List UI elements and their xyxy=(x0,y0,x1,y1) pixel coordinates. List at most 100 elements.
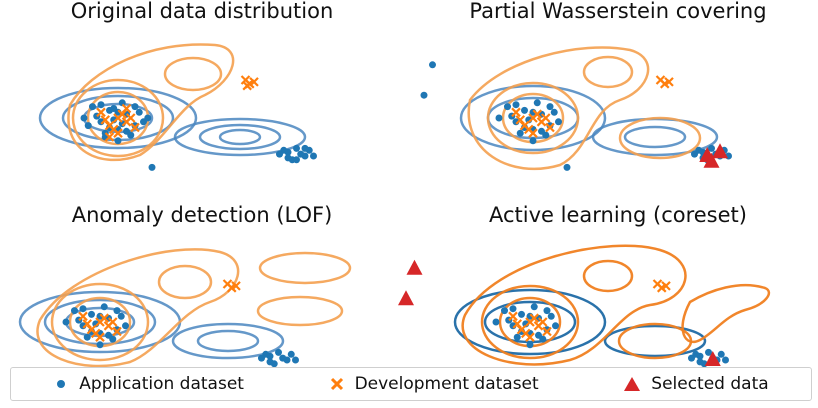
dot-marker-icon xyxy=(57,380,66,388)
panel-wasserstein: Partial Wasserstein covering xyxy=(459,0,767,171)
application-point xyxy=(71,307,78,315)
application-point xyxy=(691,150,698,158)
application-point xyxy=(550,108,558,116)
application-point xyxy=(420,91,428,99)
application-point xyxy=(258,354,265,362)
application-point xyxy=(717,350,725,358)
development-point xyxy=(107,317,118,327)
development-point xyxy=(104,132,115,142)
application-point xyxy=(276,150,283,158)
panel-original: Original data distribution xyxy=(38,0,436,171)
application-point xyxy=(429,61,436,69)
development-point xyxy=(511,107,521,118)
development-point xyxy=(82,319,93,329)
application-point xyxy=(84,122,92,130)
development-point xyxy=(100,115,111,125)
application-point xyxy=(287,350,295,358)
development-point xyxy=(525,332,535,342)
application-point xyxy=(123,127,130,135)
application-point xyxy=(113,326,121,334)
application-point xyxy=(547,312,555,320)
application-point xyxy=(708,144,715,152)
development-point xyxy=(529,313,540,323)
development-point xyxy=(528,128,538,138)
development-point xyxy=(222,279,233,289)
application-point xyxy=(301,144,309,152)
application-point xyxy=(533,99,541,107)
application-point xyxy=(518,310,525,318)
development-point xyxy=(112,326,122,337)
panel-coreset: Active learning (coreset) xyxy=(453,203,771,375)
application-point xyxy=(83,333,91,341)
application-point xyxy=(293,144,300,152)
application-point xyxy=(543,326,551,334)
development-point xyxy=(508,311,518,322)
application-point xyxy=(555,118,562,126)
application-point xyxy=(546,122,554,130)
development-point xyxy=(664,77,674,87)
application-point xyxy=(105,331,112,339)
development-point xyxy=(96,107,106,118)
application-point xyxy=(266,358,274,366)
development-point xyxy=(249,77,259,87)
development-point xyxy=(540,113,551,123)
application-point xyxy=(552,322,559,330)
application-point xyxy=(688,354,695,362)
application-point xyxy=(529,137,537,145)
selected-point xyxy=(704,351,721,366)
panel-title: Anomaly detection (LOF) xyxy=(72,203,333,227)
triangle-marker-icon xyxy=(624,377,641,391)
development-point xyxy=(537,317,548,327)
legend-label: Application dataset xyxy=(79,374,244,394)
selected-point xyxy=(406,259,423,275)
development-point xyxy=(545,122,555,133)
application-point xyxy=(492,318,500,326)
cross-marker-icon xyxy=(330,377,343,391)
application-point xyxy=(293,156,300,164)
legend: Application dataset Development dataset … xyxy=(10,367,812,401)
application-point xyxy=(538,127,545,135)
legend-item-development: Development dataset xyxy=(329,374,539,394)
development-point xyxy=(515,115,526,125)
development-point xyxy=(130,122,140,133)
application-point xyxy=(297,150,305,158)
application-point xyxy=(546,103,554,111)
application-point xyxy=(144,114,152,122)
development-point xyxy=(655,75,666,85)
panel-wasserstein-marks xyxy=(495,75,732,171)
development-point xyxy=(512,319,523,329)
development-point xyxy=(125,113,136,123)
panel-title: Active learning (coreset) xyxy=(489,203,747,227)
application-point xyxy=(530,303,538,311)
legend-label: Selected data xyxy=(651,374,769,394)
selected-point xyxy=(398,290,414,306)
density-contours xyxy=(18,248,352,368)
development-point xyxy=(95,332,105,342)
development-point xyxy=(78,311,88,322)
panel-coreset-marks xyxy=(492,279,729,375)
development-point xyxy=(99,313,110,323)
application-point xyxy=(96,341,104,349)
application-point xyxy=(284,154,292,162)
legend-item-application: Application dataset xyxy=(53,374,244,394)
application-point xyxy=(88,310,95,318)
application-point xyxy=(62,318,70,326)
application-point xyxy=(113,307,121,315)
legend-item-selected: Selected data xyxy=(623,374,769,394)
panel-title: Original data distribution xyxy=(71,0,334,23)
panel-title: Partial Wasserstein covering xyxy=(469,0,766,23)
application-point xyxy=(100,303,108,311)
application-point xyxy=(509,305,517,313)
application-point xyxy=(148,163,156,171)
application-point xyxy=(135,108,143,116)
application-point xyxy=(516,129,524,137)
application-point xyxy=(696,358,704,366)
development-point xyxy=(242,80,252,91)
application-point xyxy=(504,103,511,111)
application-point xyxy=(110,105,118,112)
development-point xyxy=(113,128,123,138)
application-point xyxy=(563,163,571,171)
panel-original-marks xyxy=(80,61,436,171)
application-point xyxy=(526,341,534,349)
